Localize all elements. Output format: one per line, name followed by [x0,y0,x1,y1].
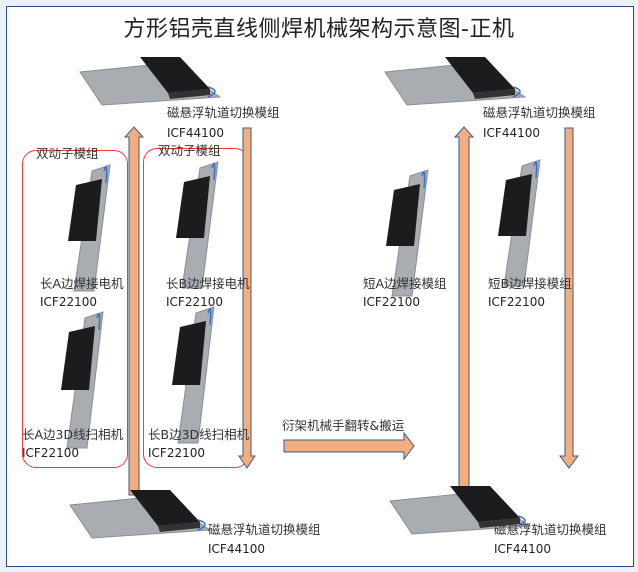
switch-module-label: 磁悬浮轨道切换模组 [483,105,596,120]
camera-module-model: ICF22100 [148,446,205,460]
welding-module-label: 长A边焊接电机 [40,276,124,291]
camera-module-label: 长A边3D线扫相机 [22,427,124,442]
camera-module-label: 长B边3D线扫相机 [148,427,250,442]
switch-module-model: ICF44100 [483,126,540,140]
welding-module-label: 长B边焊接电机 [166,276,250,291]
switch-module-label: 磁悬浮轨道切换模组 [167,105,280,120]
switch-module-image [79,57,222,106]
dual-mover-label: 双动子模组 [158,143,221,158]
down-arrow [238,127,256,469]
welding-module-model: ICF22100 [40,295,97,309]
welding-module-image [176,161,219,289]
switch-module-label: 磁悬浮轨道切换模组 [208,522,321,537]
switch-module-label: 磁悬浮轨道切换模组 [494,522,607,537]
welding-module-image [498,159,541,287]
welding-module-image [68,164,111,292]
welding-module-label: 短A边焊接模组 [363,276,447,291]
switch-module-image [69,490,212,539]
camera-module-image [61,311,104,449]
welding-module-model: ICF22100 [166,295,223,309]
dual-mover-group-box-a [22,150,128,468]
welding-module-model: ICF22100 [488,295,545,309]
up-arrow [123,126,145,496]
switch-module-image [384,57,527,106]
camera-module-image [172,306,215,444]
welding-module-model: ICF22100 [363,295,420,309]
transfer-label: 衍架机械手翻转&搬运 [282,418,405,433]
switch-module-model: ICF44100 [167,126,224,140]
welding-module-label: 短B边焊接模组 [488,276,572,291]
switch-module-model: ICF44100 [494,542,551,556]
dual-mover-label: 双动子模组 [36,146,99,161]
switch-module-model: ICF44100 [208,542,265,556]
camera-module-model: ICF22100 [22,446,79,460]
switch-module-image [389,486,532,535]
right-arrow [283,431,415,461]
up-arrow [453,126,475,496]
down-arrow [559,127,579,469]
welding-module-image [386,169,429,297]
diagram-title: 方形铝壳直线侧焊机械架构示意图-正机 [123,17,515,42]
